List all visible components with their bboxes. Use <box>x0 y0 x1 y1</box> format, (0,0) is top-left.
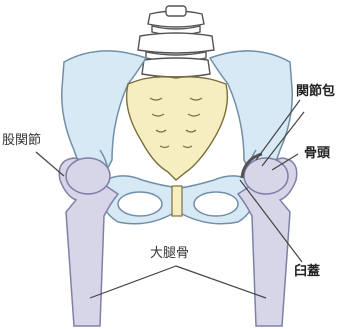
sacrum-body <box>127 77 228 180</box>
right-femoral-head <box>244 158 288 194</box>
vertebra-middle <box>138 33 214 53</box>
hip-joint-label: 股関節 <box>2 133 41 148</box>
spinous-process <box>166 6 186 16</box>
femur-label: 大腿骨 <box>150 246 189 261</box>
leader-femur-left <box>90 266 176 298</box>
lumbar-vertebrae <box>138 6 214 77</box>
joint-capsule-label: 関節包 <box>296 84 335 99</box>
vertebra-lower <box>142 58 210 77</box>
femurs <box>59 158 296 326</box>
right-obturator-foramen <box>194 192 238 216</box>
left-femoral-head <box>66 158 110 194</box>
left-obturator-foramen <box>118 192 162 216</box>
leader-femur-right <box>176 266 266 298</box>
leader-hip-joint <box>36 152 64 176</box>
pubic-symphysis <box>172 186 182 216</box>
acetabulum-label: 臼蓋 <box>294 264 320 279</box>
femoral-head-label: 骨頭 <box>304 146 330 161</box>
